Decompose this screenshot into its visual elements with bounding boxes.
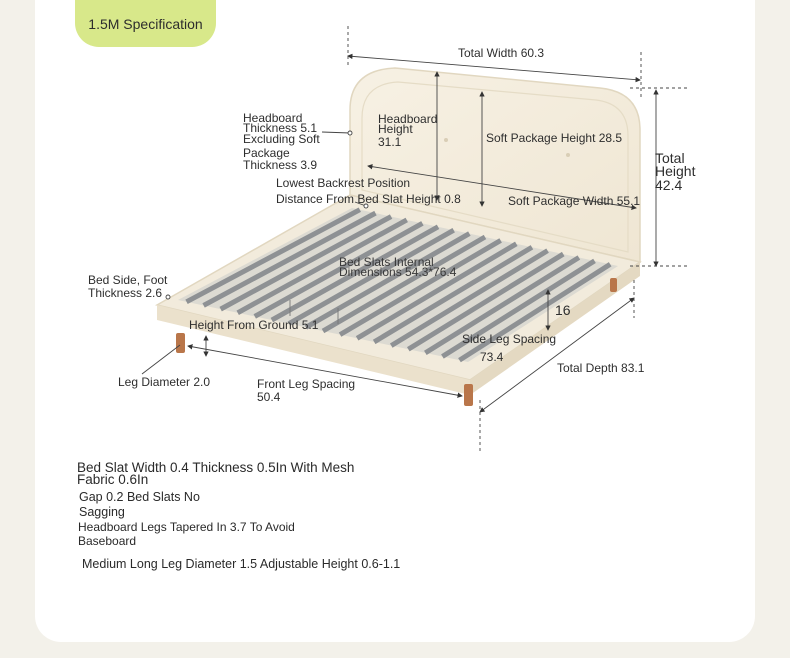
height-from-ground-label: Height From Ground 5.1 [189,318,319,332]
bed-slat [372,245,534,345]
bed-slat [321,234,487,334]
headboard-thickness-leader [321,131,351,134]
bed-slats [185,207,612,363]
front-leg-spacing-line [187,344,463,398]
bed-slat [270,224,440,323]
note-gap-line-1: Gap 0.2 Bed Slats No [79,490,200,504]
leg-diameter-label: Leg Diameter 2.0 [118,375,211,389]
bed-slat [338,238,502,337]
bed-leg [610,278,617,292]
bed-slat [253,221,424,319]
side-leg-spacing-label-2: 73.4 [480,350,504,364]
bed-slat [219,214,393,312]
soft-package-height-label: Soft Package Height 28.5 [486,131,623,145]
front-leg-spacing-label-1: Front Leg Spacing [257,377,356,391]
total-depth-label: Total Depth 83.1 [557,361,645,375]
bed-slat [355,241,518,341]
leg-diameter-leader [141,344,181,375]
backrest-position-label-2: Distance From Bed Slat Height 0.8 [276,192,461,206]
note-medium-leg: Medium Long Leg Diameter 1.5 Adjustable … [82,557,401,571]
total-width-line [347,53,641,83]
bed-slat [236,217,408,315]
note-legs-tapered-line-1: Headboard Legs Tapered In 3.7 To Avoid [78,520,295,534]
bed-slat [202,210,377,308]
headboard-thickness-label-2: Thickness 5.1 [243,121,318,135]
headboard-height-label-3: 31.1 [378,135,402,149]
note-slat-width-line-2: Fabric 0.6In [77,472,149,487]
sixteen-label: 16 [555,302,571,318]
total-width-label: Total Width 60.3 [458,46,545,60]
bed-leg [176,333,185,353]
note-gap-line-2: Sagging [79,505,125,519]
spec-tag: 1.5M Specification [75,0,216,47]
note-legs-tapered: Headboard Legs Tapered In 3.7 To Avoid B… [78,520,318,548]
bed-leg [464,384,473,406]
total-height-label-3: 42.4 [655,177,683,193]
bed-slat [304,231,471,330]
headboard-thickness-label-1: Headboard [243,111,303,125]
spec-tag-label: 1.5M Specification [88,15,203,32]
bed-side-foot-label-2: Thickness 2.6 [88,286,163,300]
note-slat-width: Bed Slat Width 0.4 Thickness 0.5In With … [77,460,395,488]
tuft-button [444,138,448,142]
bed-slat [389,248,549,348]
headboard-height-label-2: Height [378,122,413,136]
bed-slats-internal-label-1: Bed Slats Internal [339,255,434,269]
front-leg-spacing-label-2: 50.4 [257,390,281,404]
headboard-thickness-label-4: Package [243,146,290,160]
backrest-position-label-1: Lowest Backrest Position [276,176,411,190]
soft-package-width-line [367,164,637,210]
tuft-button [566,153,570,157]
headboard-height-label-1: Headboard [378,112,438,126]
bed-slat [287,228,455,326]
total-height-label-2: Height [655,163,696,179]
headboard-panel [361,81,629,253]
bed-slats-internal-label-2: Dimensions 54.3*76.4 [339,265,457,279]
side-leg-spacing-label-1: Side Leg Spacing [462,332,557,346]
headboard-thickness-label-3: Excluding Soft [243,132,320,146]
headboard-thickness-label-5: Thickness 3.9 [243,158,318,172]
total-depth-line [479,297,635,413]
note-legs-tapered-line-2: Baseboard [78,534,137,548]
bed-side-foot-label-1: Bed Side, Foot [88,273,168,287]
soft-package-width-label: Soft Package Width 55.1 [508,194,641,208]
bed-slat [185,207,361,305]
note-slat-width-line-1: Bed Slat Width 0.4 Thickness 0.5In With … [77,460,355,475]
total-height-label-1: Total [655,150,685,166]
note-gap: Gap 0.2 Bed Slats No Sagging [79,490,239,519]
